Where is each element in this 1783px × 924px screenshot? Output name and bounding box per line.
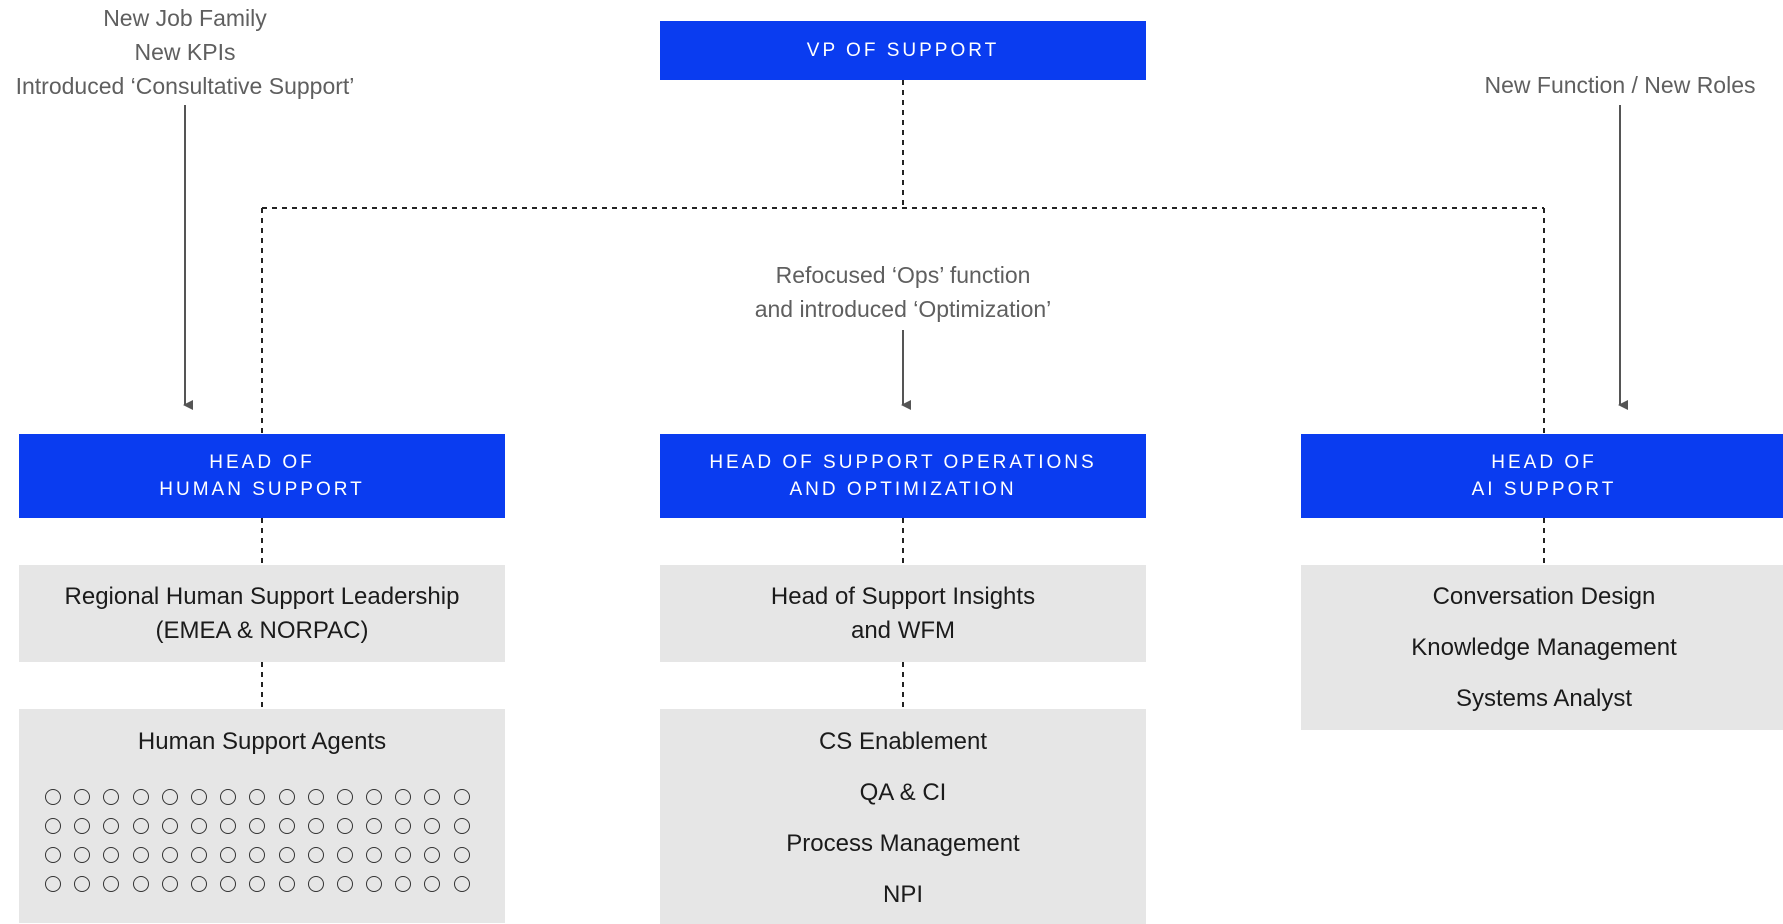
human-support-agents-box: Human Support Agents [19, 709, 505, 923]
agent-dot [366, 789, 383, 805]
agent-dot [220, 876, 237, 892]
agent-dot [190, 818, 207, 834]
agent-dot [366, 876, 383, 892]
agent-dot [132, 789, 149, 805]
center-annotation: Refocused ‘Ops’ function and introduced … [703, 258, 1103, 326]
head-label-line: HEAD OF [209, 452, 315, 473]
head-of-ai-support-box: HEAD OF AI SUPPORT [1301, 434, 1783, 518]
head-label-line: AND OPTIMIZATION [789, 479, 1017, 500]
ops-team-item: Process Management [786, 830, 1020, 857]
agent-dot [307, 847, 324, 863]
support-insights-box: Head of Support Insights and WFM [660, 565, 1146, 662]
agents-label: Human Support Agents [137, 728, 387, 755]
head-label-line: AI SUPPORT [1471, 479, 1617, 500]
head-of-human-support-box: HEAD OF HUMAN SUPPORT [19, 434, 505, 518]
agent-dot [249, 789, 266, 805]
agent-dot [336, 789, 353, 805]
ai-team-item: Conversation Design [1432, 583, 1656, 610]
agent-dot [307, 789, 324, 805]
agent-dot [395, 847, 412, 863]
agent-dot [278, 789, 295, 805]
agent-dot [103, 789, 120, 805]
agent-dot [161, 789, 178, 805]
agent-dot [103, 876, 120, 892]
ops-teams-box: CS Enablement QA & CI Process Management… [660, 709, 1146, 924]
agent-dot [220, 789, 237, 805]
agent-dot [103, 818, 120, 834]
agent-dot [278, 818, 295, 834]
right-annotation-line: New Function / New Roles [1484, 72, 1756, 98]
leadership-line: Regional Human Support Leadership [64, 583, 460, 610]
agent-dot [424, 818, 441, 834]
agent-dot [249, 818, 266, 834]
agent-dot [161, 818, 178, 834]
agent-dot [74, 876, 91, 892]
center-annotation-line: and introduced ‘Optimization’ [754, 296, 1052, 322]
agent-dot [220, 818, 237, 834]
agent-dot [336, 876, 353, 892]
ops-team-item: QA & CI [859, 779, 947, 806]
left-annotation: New Job Family New KPIs Introduced ‘Cons… [0, 1, 370, 103]
vp-of-support-box: VP OF SUPPORT [660, 21, 1146, 80]
head-label-line: HEAD OF SUPPORT OPERATIONS [709, 452, 1097, 473]
left-annotation-line: New Job Family [103, 5, 267, 31]
agent-dot [307, 876, 324, 892]
ops-team-item: CS Enablement [818, 728, 988, 755]
agent-dot [132, 876, 149, 892]
agent-dot [190, 876, 207, 892]
head-of-support-operations-box: HEAD OF SUPPORT OPERATIONS AND OPTIMIZAT… [660, 434, 1146, 518]
agent-dot [424, 847, 441, 863]
agent-dot [220, 847, 237, 863]
ai-team-item: Systems Analyst [1455, 685, 1633, 712]
agent-dot [278, 847, 295, 863]
left-annotation-line: New KPIs [134, 39, 236, 65]
agent-dot [336, 818, 353, 834]
agent-dot [395, 876, 412, 892]
head-label-line: HEAD OF [1491, 452, 1597, 473]
ops-team-item: NPI [882, 881, 923, 908]
agent-dot [424, 789, 441, 805]
regional-leadership-box: Regional Human Support Leadership (EMEA … [19, 565, 505, 662]
agent-dot [103, 847, 120, 863]
agent-dot [366, 818, 383, 834]
agent-dot [45, 789, 61, 805]
agent-dot [395, 789, 412, 805]
head-label-line: HUMAN SUPPORT [159, 479, 365, 500]
agent-dot [366, 847, 383, 863]
right-annotation: New Function / New Roles [1455, 68, 1783, 102]
agent-dot [249, 876, 266, 892]
agent-dot [190, 789, 207, 805]
agent-dot [190, 847, 207, 863]
agent-dots-grid [45, 789, 471, 892]
agent-dot [278, 876, 295, 892]
agent-dot [249, 847, 266, 863]
agent-dot [45, 818, 61, 834]
agent-dot [453, 847, 470, 863]
left-annotation-line: Introduced ‘Consultative Support’ [15, 73, 355, 99]
ai-teams-box: Conversation Design Knowledge Management… [1301, 565, 1783, 730]
agent-dot [45, 847, 61, 863]
agent-dot [336, 847, 353, 863]
vp-label: VP OF SUPPORT [806, 40, 1000, 61]
leadership-line: (EMEA & NORPAC) [155, 617, 369, 644]
agent-dot [74, 818, 91, 834]
agent-dot [424, 876, 441, 892]
agent-dot [161, 876, 178, 892]
agent-dot [132, 847, 149, 863]
agent-dot [132, 818, 149, 834]
agent-dot [307, 818, 324, 834]
agent-dot [74, 789, 91, 805]
agent-dot [45, 876, 61, 892]
agent-dot [161, 847, 178, 863]
agent-dot [74, 847, 91, 863]
insights-line: Head of Support Insights [770, 583, 1036, 610]
ai-team-item: Knowledge Management [1411, 634, 1677, 661]
center-annotation-line: Refocused ‘Ops’ function [775, 262, 1031, 288]
insights-line: and WFM [850, 617, 955, 644]
agent-dot [453, 876, 470, 892]
agent-dot [453, 818, 470, 834]
agent-dot [453, 789, 470, 805]
agent-dot [395, 818, 412, 834]
